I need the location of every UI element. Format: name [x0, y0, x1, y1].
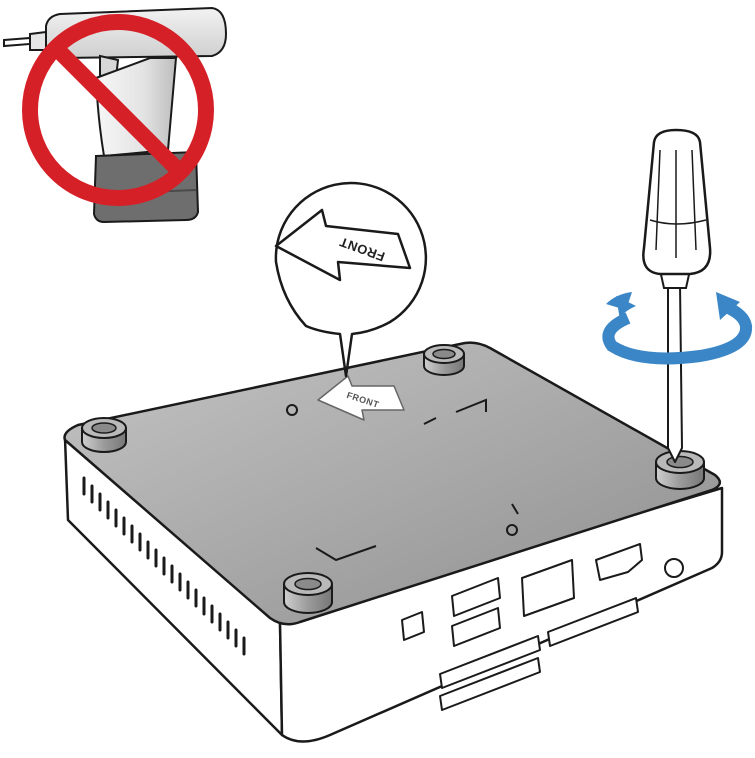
- power-jack: [664, 558, 684, 578]
- front-arrow-icon: FRONT: [274, 208, 412, 282]
- chassis-bottom-panel: [63, 341, 721, 626]
- ethernet-port: [521, 559, 575, 617]
- hdmi-port: [595, 543, 643, 581]
- port-small-square: [401, 611, 425, 641]
- chassis-front-side: [278, 486, 724, 743]
- screwdriver-icon: [642, 128, 712, 463]
- prohibited-icon: [22, 14, 214, 206]
- rubber-foot-back-left: [81, 417, 127, 453]
- rubber-foot-back-right: [423, 344, 465, 376]
- rear-io-ports: [401, 543, 684, 711]
- wide-port-1: [439, 635, 541, 689]
- wide-port-3: [439, 657, 541, 711]
- usb-port-1: [451, 577, 501, 617]
- panel-markings: [286, 398, 519, 562]
- front-arrow-marking: FRONT: [317, 375, 405, 421]
- usb-port-2: [451, 607, 501, 647]
- wide-port-2: [547, 597, 639, 647]
- front-callout-bubble: FRONT: [274, 181, 428, 378]
- rubber-foot-front-right: [655, 450, 705, 490]
- ventilation-slots: [82, 476, 246, 656]
- mini-pc-chassis: FRONT: [63, 341, 724, 743]
- clockwise-rotation-icon: [602, 292, 752, 365]
- rubber-foot-front-left: [283, 572, 333, 614]
- no-power-drill-sign: [3, 6, 228, 224]
